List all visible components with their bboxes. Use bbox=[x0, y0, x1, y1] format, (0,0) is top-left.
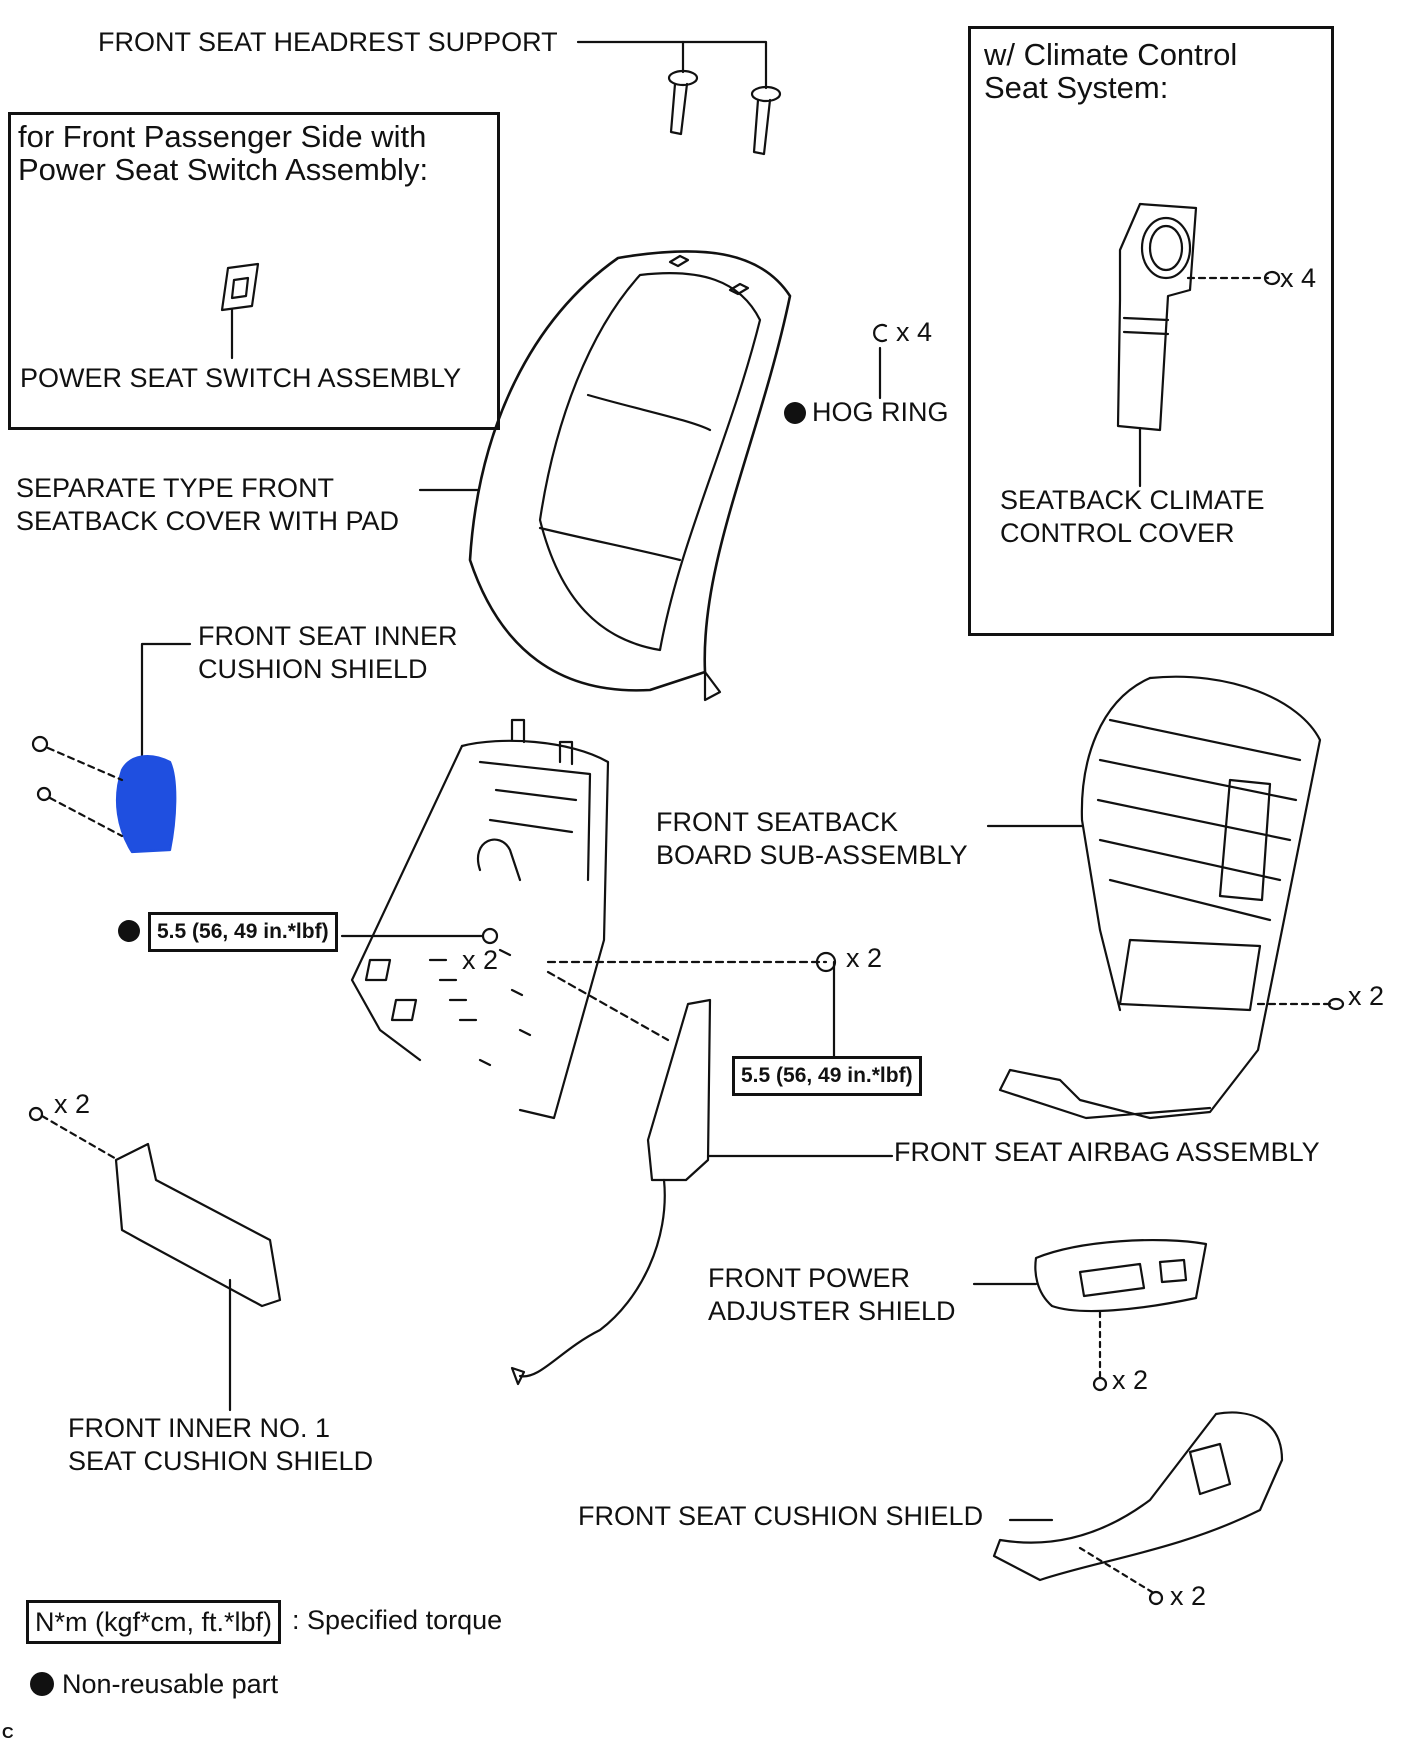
airbag-nut-torque: 5.5 (56, 49 in.*lbf) bbox=[732, 1056, 922, 1096]
non-reusable-mark-icon bbox=[118, 920, 140, 942]
climate-cover-label: SEATBACK CLIMATE CONTROL COVER bbox=[1000, 485, 1265, 548]
climate-control-box bbox=[968, 26, 1334, 636]
cushion-screw-qty: x 2 bbox=[1170, 1581, 1207, 1611]
climate-box-title: w/ Climate Control Seat System: bbox=[984, 37, 1238, 105]
passenger-box-title: for Front Passenger Side with Power Seat… bbox=[18, 119, 429, 187]
power-adjuster-shield-label: FRONT POWER ADJUSTER SHIELD bbox=[708, 1263, 956, 1326]
inner-cushion-shield-part bbox=[31, 642, 192, 854]
board-screw-qty: x 2 bbox=[1348, 981, 1385, 1011]
climate-cover-part bbox=[1116, 202, 1281, 488]
inner-cushion-shield-label: FRONT SEAT INNER CUSHION SHIELD bbox=[198, 621, 458, 684]
airbag-nut-qty: x 2 bbox=[846, 943, 883, 973]
hog-ring-label: HOG RING bbox=[812, 397, 949, 427]
legend-non-reusable-text: Non-reusable part bbox=[62, 1669, 279, 1699]
seatback-board-part bbox=[986, 675, 1345, 1120]
seatback-board-label: FRONT SEATBACK BOARD SUB-ASSEMBLY bbox=[656, 807, 968, 870]
legend-torque-box: N*m (kgf*cm, ft.*lbf) bbox=[26, 1600, 282, 1644]
climate-screw-qty: x 4 bbox=[1280, 263, 1317, 293]
hog-ring-qty: x 4 bbox=[896, 317, 933, 347]
power-adjuster-shield-part bbox=[972, 1239, 1208, 1392]
cushion-shield-label: FRONT SEAT CUSHION SHIELD bbox=[578, 1501, 984, 1531]
inner-no1-qty: x 2 bbox=[54, 1089, 91, 1119]
cushion-shield-part bbox=[992, 1411, 1284, 1606]
seatback-cover-part bbox=[418, 250, 792, 702]
headrest-support-part bbox=[576, 40, 782, 156]
frame-nut-qty: x 2 bbox=[462, 945, 499, 975]
non-reusable-mark-icon bbox=[784, 402, 806, 424]
power-seat-switch-label: POWER SEAT SWITCH ASSEMBLY bbox=[20, 363, 462, 393]
hog-ring-part bbox=[873, 323, 888, 400]
inner-no1-shield-part bbox=[28, 1106, 282, 1412]
seatback-cover-label: SEPARATE TYPE FRONT SEATBACK COVER WITH … bbox=[16, 473, 400, 536]
passenger-side-box bbox=[8, 112, 500, 430]
seat-frame-part bbox=[340, 718, 828, 1120]
airbag-label: FRONT SEAT AIRBAG ASSEMBLY bbox=[894, 1137, 1320, 1167]
corner-mark: C bbox=[2, 1725, 14, 1742]
headrest-support-label: FRONT SEAT HEADREST SUPPORT bbox=[98, 27, 558, 57]
legend-torque-text: : Specified torque bbox=[292, 1605, 503, 1635]
legend-non-reusable-icon bbox=[30, 1672, 54, 1696]
adjuster-screw-qty: x 2 bbox=[1112, 1365, 1149, 1395]
airbag-part bbox=[510, 951, 894, 1386]
inner-no1-shield-label: FRONT INNER NO. 1 SEAT CUSHION SHIELD bbox=[68, 1413, 374, 1476]
power-seat-switch-part bbox=[220, 262, 260, 360]
frame-nut-torque: 5.5 (56, 49 in.*lbf) bbox=[148, 912, 338, 952]
